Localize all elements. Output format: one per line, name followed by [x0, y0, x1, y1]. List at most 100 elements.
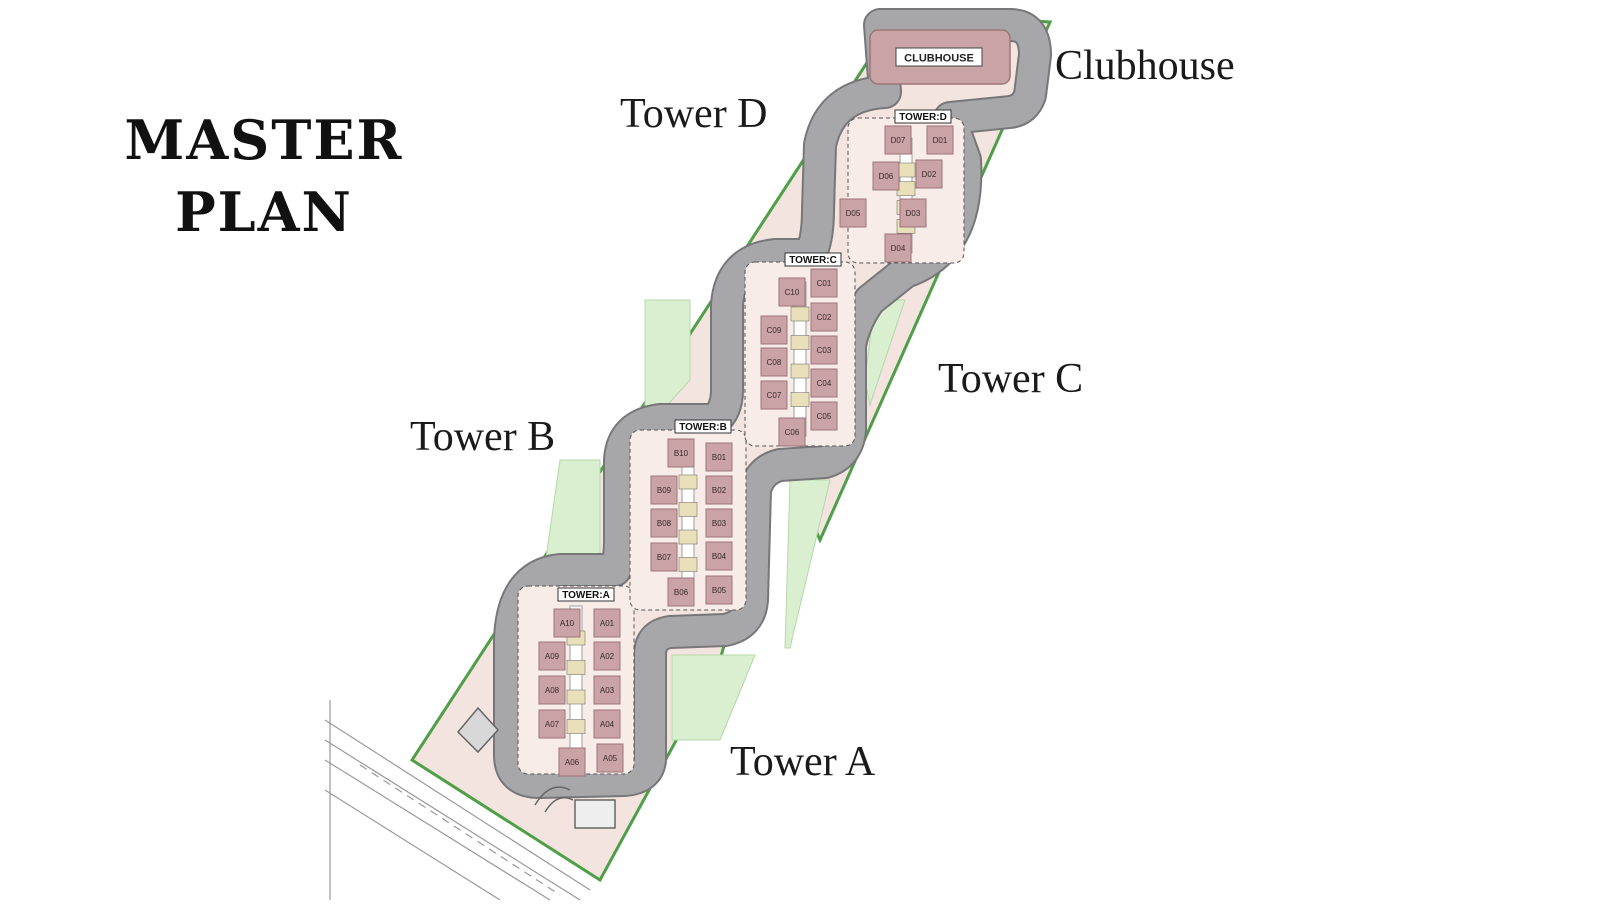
- unit-c08: C08: [760, 347, 788, 377]
- unit-footprint: [810, 268, 838, 298]
- unit-footprint: [884, 125, 912, 155]
- unit-footprint: [778, 277, 806, 307]
- unit-d03: D03: [899, 198, 927, 228]
- unit-b02: B02: [705, 475, 733, 505]
- unit-label: A09: [545, 652, 560, 661]
- unit-a07: A07: [538, 709, 566, 739]
- unit-b08: B08: [650, 508, 678, 538]
- clubhouse-plan-label: CLUBHOUSE: [904, 53, 974, 65]
- unit-d01: D01: [926, 125, 954, 155]
- unit-b05: B05: [705, 575, 733, 605]
- clubhouse-building: CLUBHOUSE: [869, 29, 1011, 85]
- unit-label: A04: [600, 720, 615, 729]
- page-title: MASTER PLAN: [124, 104, 404, 248]
- unit-c02: C02: [810, 302, 838, 332]
- unit-c06: C06: [778, 417, 806, 447]
- unit-d07: D07: [884, 125, 912, 155]
- tower-tag-box: [557, 587, 615, 602]
- unit-footprint: [760, 315, 788, 345]
- unit-label: B01: [712, 453, 727, 462]
- external-road: [324, 700, 591, 901]
- unit-footprint: [810, 401, 838, 431]
- unit-label: D03: [906, 209, 921, 218]
- unit-footprint: [884, 233, 912, 263]
- unit-label: A08: [545, 686, 560, 695]
- stair-core: [790, 363, 810, 379]
- unit-a02: A02: [593, 641, 621, 671]
- unit-footprint: [538, 709, 566, 739]
- unit-label: C07: [767, 391, 782, 400]
- title-line-1: MASTER: [124, 108, 404, 172]
- unit-label: D02: [922, 170, 937, 179]
- unit-label: C09: [767, 326, 782, 335]
- unit-footprint: [926, 125, 954, 155]
- unit-c03: C03: [810, 335, 838, 365]
- unit-c04: C04: [810, 368, 838, 398]
- unit-a05: A05: [596, 743, 624, 773]
- unit-label: B07: [657, 553, 672, 562]
- unit-label: B10: [674, 449, 689, 458]
- unit-label: A01: [600, 619, 615, 628]
- unit-label: B08: [657, 519, 672, 528]
- unit-label: A03: [600, 686, 615, 695]
- stair-core: [678, 502, 698, 517]
- unit-footprint: [810, 368, 838, 398]
- stair-core: [790, 335, 810, 350]
- unit-b06: B06: [667, 577, 695, 607]
- stair-core: [896, 181, 916, 197]
- callout-tower-b: Tower B: [410, 414, 556, 460]
- unit-footprint: [538, 641, 566, 671]
- entrance-gate: [456, 706, 616, 829]
- callout-tower-c: Tower C: [938, 356, 1084, 402]
- unit-footprint: [839, 198, 867, 228]
- unit-label: B02: [712, 486, 727, 495]
- unit-footprint: [872, 161, 900, 191]
- unit-label: C04: [817, 379, 832, 388]
- unit-a08: A08: [538, 675, 566, 705]
- unit-footprint: [705, 475, 733, 505]
- unit-footprint: [593, 709, 621, 739]
- unit-footprint: [667, 577, 695, 607]
- unit-b09: B09: [650, 475, 678, 505]
- unit-label: B05: [712, 586, 727, 595]
- unit-c05: C05: [810, 401, 838, 431]
- unit-label: D06: [879, 172, 894, 181]
- unit-d02: D02: [915, 159, 943, 189]
- unit-footprint: [705, 442, 733, 472]
- unit-footprint: [810, 302, 838, 332]
- unit-label: D01: [933, 136, 948, 145]
- title-line-2: PLAN: [175, 180, 353, 244]
- tower-plan-label: TOWER:A: [562, 590, 610, 601]
- stair-core: [566, 689, 586, 705]
- stair-core: [790, 392, 810, 407]
- unit-a03: A03: [593, 675, 621, 705]
- unit-label: C10: [785, 288, 800, 297]
- tower-tag-box: [674, 419, 732, 434]
- unit-c07: C07: [760, 380, 788, 410]
- unit-a06: A06: [558, 747, 586, 777]
- callout-tower-a: Tower A: [730, 739, 876, 785]
- unit-footprint: [650, 508, 678, 538]
- unit-label: C03: [817, 346, 832, 355]
- unit-footprint: [538, 675, 566, 705]
- unit-footprint: [650, 475, 678, 505]
- tower-plan-label: TOWER:B: [679, 422, 727, 433]
- tower-plan-label: TOWER:C: [789, 255, 837, 266]
- unit-footprint: [810, 335, 838, 365]
- stair-core: [896, 162, 916, 178]
- unit-c09: C09: [760, 315, 788, 345]
- unit-footprint: [558, 747, 586, 777]
- tower-tag: TOWER:B: [674, 419, 732, 434]
- tower-plan-label: TOWER:D: [899, 112, 947, 123]
- tower-blocks: A01A02A03A04A05A06A07A08A09A10TOWER:AB01…: [517, 109, 965, 777]
- unit-d04: D04: [884, 233, 912, 263]
- unit-footprint: [593, 608, 621, 638]
- unit-label: C05: [817, 412, 832, 421]
- unit-footprint: [593, 675, 621, 705]
